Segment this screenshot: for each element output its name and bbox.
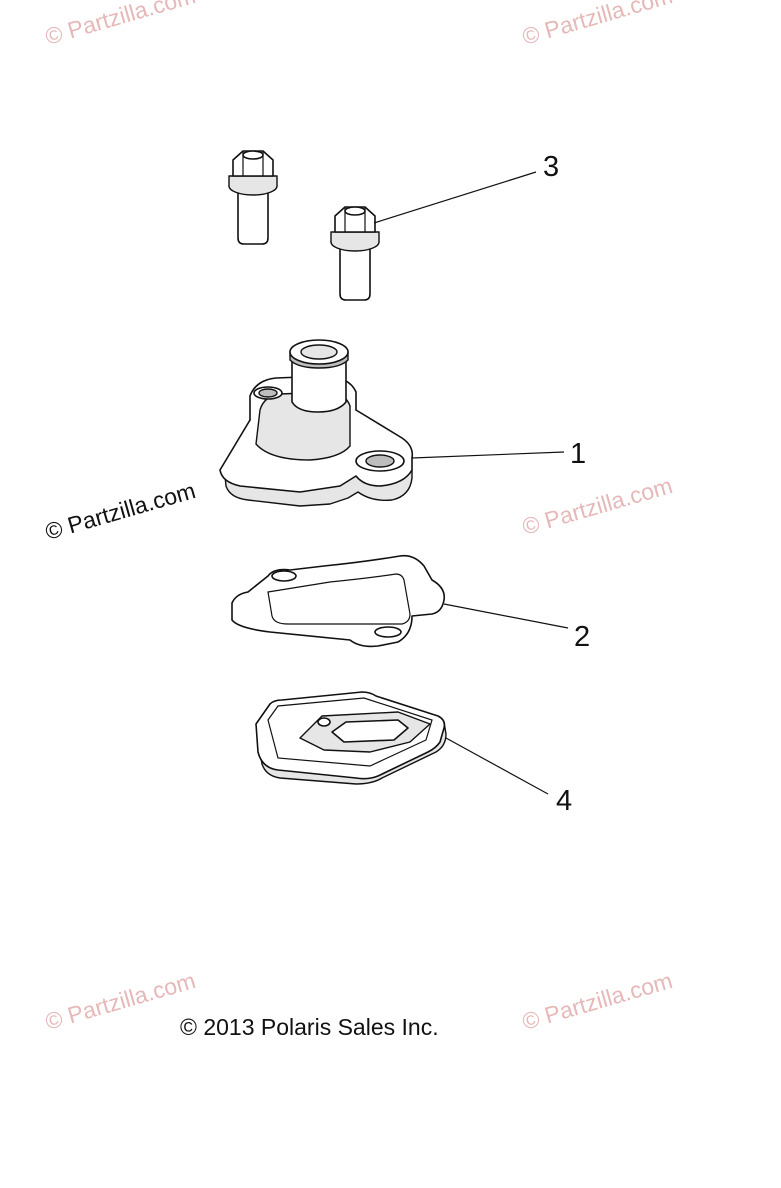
bolt-left (228, 150, 278, 245)
cover-housing (219, 339, 414, 507)
callout-4: 4 (556, 785, 572, 817)
watermark: © Partzilla.com (519, 0, 675, 50)
callout-1: 1 (570, 438, 586, 470)
watermark-dark: © Partzilla.com (42, 477, 198, 545)
gasket (231, 554, 446, 648)
leader-lines (373, 171, 569, 795)
bolt-right (330, 206, 380, 301)
reed-valve (255, 691, 447, 785)
watermark: © Partzilla.com (42, 967, 198, 1035)
callout-3: 3 (543, 151, 559, 183)
watermarks: © Partzilla.com © Partzilla.com © Partzi… (42, 0, 675, 1035)
watermark: © Partzilla.com (42, 0, 198, 50)
watermark: © Partzilla.com (519, 472, 675, 540)
copyright-notice: © 2013 Polaris Sales Inc. (180, 1014, 439, 1040)
watermark: © Partzilla.com (519, 967, 675, 1035)
callout-2: 2 (574, 621, 590, 653)
